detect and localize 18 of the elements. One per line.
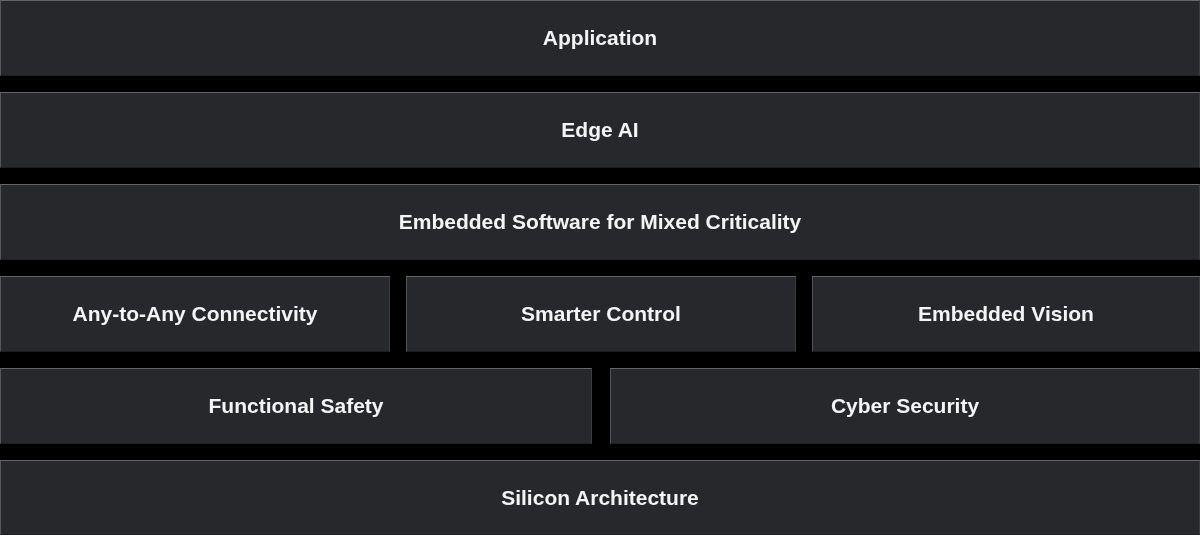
layer-bar xyxy=(610,368,1200,444)
layer-bar xyxy=(0,460,1200,535)
layer-label: Smarter Control xyxy=(521,302,681,326)
layer-label: Any-to-Any Connectivity xyxy=(72,302,318,326)
layer-bar xyxy=(0,368,592,444)
layer-label: Embedded Software for Mixed Criticality xyxy=(398,210,802,234)
layer-label: Functional Safety xyxy=(208,394,384,418)
layer-bar xyxy=(0,0,1200,76)
layer-label: Edge AI xyxy=(561,118,639,142)
layer-label: Application xyxy=(542,26,658,50)
layer-bar xyxy=(0,184,1200,260)
layer-label: Embedded Vision xyxy=(918,302,1094,326)
layer-bar xyxy=(0,92,1200,168)
layer-label: Cyber Security xyxy=(830,394,980,418)
layer-bar xyxy=(812,276,1200,352)
layer-bar xyxy=(406,276,796,352)
layer-bar xyxy=(0,276,390,352)
layer-label: Silicon Architecture xyxy=(501,485,699,510)
